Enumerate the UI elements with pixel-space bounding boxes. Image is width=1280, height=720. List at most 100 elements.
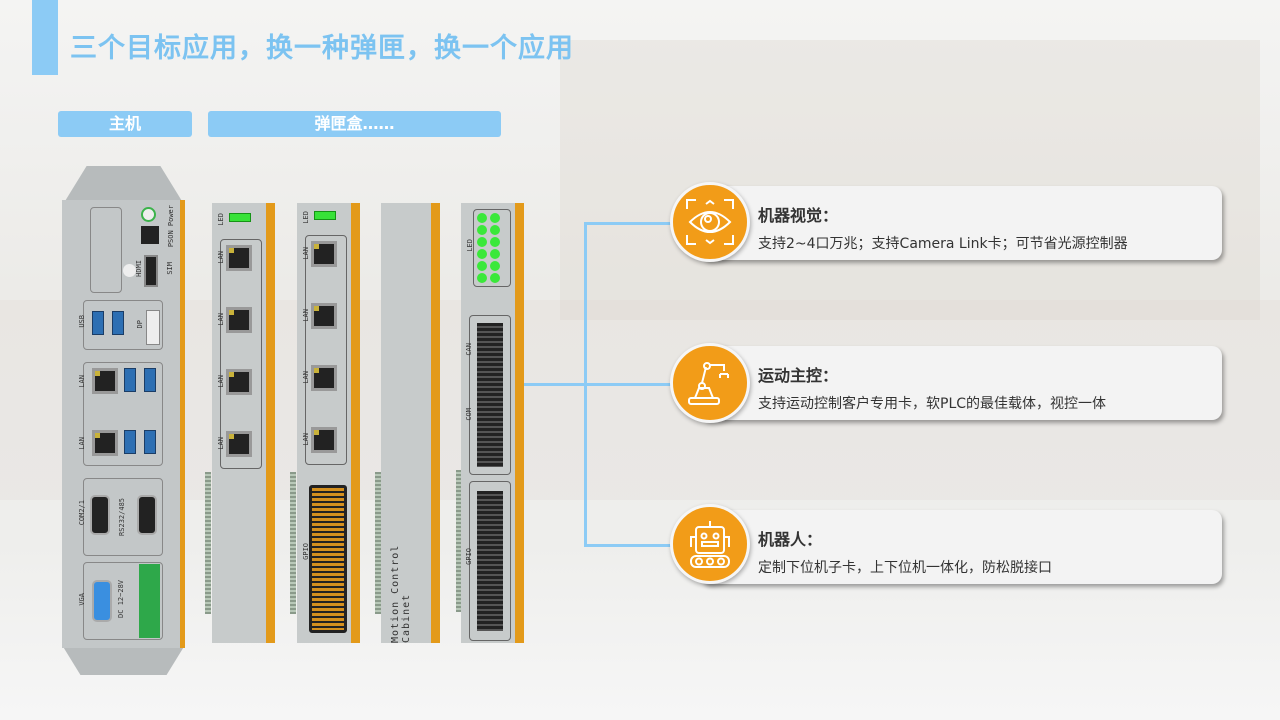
dp-port (146, 310, 160, 345)
card-title: 运动主控： (758, 366, 839, 385)
application-card-robot: 机器人： 定制下位机子卡，上下位机一体化，防松脱接口 (700, 510, 1222, 584)
usb-dp-group (83, 300, 163, 350)
din-rail (456, 470, 462, 612)
com-label: COM (465, 408, 473, 421)
cabinet-label: Motion Control Cabinet (390, 544, 412, 643)
title-accent-bar (32, 0, 58, 75)
host-blank-slot (90, 207, 122, 293)
lan-usb-group (83, 362, 163, 466)
usb-port (124, 368, 136, 392)
robot-arm-icon (670, 343, 750, 423)
led-label: LED (302, 211, 310, 224)
reset-button[interactable] (123, 264, 136, 277)
vga-port (92, 580, 112, 622)
lan-port (311, 427, 337, 453)
host-mount-plate-bottom (62, 645, 185, 675)
gpio-connector (477, 491, 503, 631)
din-rail (290, 472, 296, 614)
can-label: CAN (465, 343, 473, 356)
dc-label: DC 12~28V (117, 580, 125, 618)
lan-port (311, 303, 337, 329)
card-desc: 支持2~4口万兆；支持Camera Link卡；可节省光源控制器 (758, 236, 1128, 252)
connector-line (584, 222, 674, 225)
dc-terminal (139, 564, 160, 638)
gpio-label: GPIO (465, 548, 473, 565)
card-desc: 定制下位机子卡，上下位机一体化，防松脱接口 (758, 560, 1052, 576)
status-led (477, 261, 487, 271)
lan-label: LAN (217, 313, 225, 326)
status-led (490, 237, 500, 247)
status-led (477, 249, 487, 259)
status-led (314, 211, 336, 220)
lan-label: LAN (217, 375, 225, 388)
page-title: 三个目标应用，换一种弹匣，换一个应用 (70, 33, 574, 64)
vga-dc-group (83, 562, 163, 640)
status-led (490, 249, 500, 259)
lan-label: LAN (217, 437, 225, 450)
module-body: LED LAN LAN LAN LAN GPIO (297, 203, 360, 643)
com-port (90, 495, 110, 535)
status-led (477, 237, 487, 247)
status-led (477, 213, 487, 223)
connector-line (584, 544, 674, 547)
application-card-motion: 运动主控： 支持运动控制客户专用卡，软PLC的最佳载体，视控一体 (700, 346, 1222, 420)
vga-label: VGA (78, 593, 86, 606)
usb-port (92, 311, 104, 335)
status-led (490, 225, 500, 235)
status-led (490, 261, 500, 271)
hdmi-label: HDMI (135, 260, 143, 277)
lan-label: LAN (302, 371, 310, 384)
led-label: LED (466, 239, 474, 252)
pson-switch[interactable] (141, 226, 159, 244)
robot-icon (670, 504, 750, 584)
usb-label: USB (78, 315, 86, 328)
lan-port (311, 241, 337, 267)
card-title: 机器视觉： (758, 206, 839, 225)
gpio-label: GPIO (302, 543, 310, 560)
usb-port (144, 368, 156, 392)
power-label: PSON Power (167, 205, 175, 248)
application-card-vision: 机器视觉： 支持2~4口万兆；支持Camera Link卡；可节省光源控制器 (700, 186, 1222, 260)
eye-scan-icon (670, 182, 750, 262)
power-button[interactable] (141, 207, 156, 222)
status-led (477, 225, 487, 235)
din-rail (205, 472, 211, 614)
com-group (83, 478, 163, 556)
can-com-connector (477, 323, 503, 467)
lan-port (226, 245, 252, 271)
com-port (137, 495, 157, 535)
lan-label: LAN (78, 437, 86, 450)
can-com-group (469, 315, 511, 475)
dp-label: DP (136, 320, 144, 329)
gpio-group (469, 481, 511, 641)
module-body: LED LAN LAN LAN LAN (212, 203, 275, 643)
rs-label: RS232/485 (118, 498, 126, 536)
host-panel: PSON Power HDMI SIM USB DP LAN LAN COM2/… (62, 200, 185, 648)
card-title: 机器人： (758, 530, 823, 549)
lan-port (226, 431, 252, 457)
com-label: COM2/1 (78, 500, 86, 526)
status-led (229, 213, 251, 222)
connector-line (524, 383, 586, 386)
cartridge-tag: 弹匣盒…… (208, 111, 501, 137)
module-body: Motion Control Cabinet (381, 203, 440, 643)
lan-label: LAN (302, 433, 310, 446)
host-mount-plate (62, 166, 185, 206)
host-tag: 主机 (58, 111, 192, 137)
lan-port (92, 368, 118, 394)
lan-label: LAN (302, 309, 310, 322)
usb-port (112, 311, 124, 335)
lan-port (226, 369, 252, 395)
lan-group (305, 235, 347, 465)
usb-port (124, 430, 136, 454)
lan-port (92, 430, 118, 456)
lan-port (311, 365, 337, 391)
usb-port (144, 430, 156, 454)
status-led (477, 273, 487, 283)
lan-label: LAN (302, 247, 310, 260)
din-rail (375, 472, 381, 614)
card-desc: 支持运动控制客户专用卡，软PLC的最佳载体，视控一体 (758, 396, 1107, 412)
lan-port (226, 307, 252, 333)
module-body: LED CAN COM GPIO (461, 203, 524, 643)
background-shelf (560, 40, 1260, 320)
